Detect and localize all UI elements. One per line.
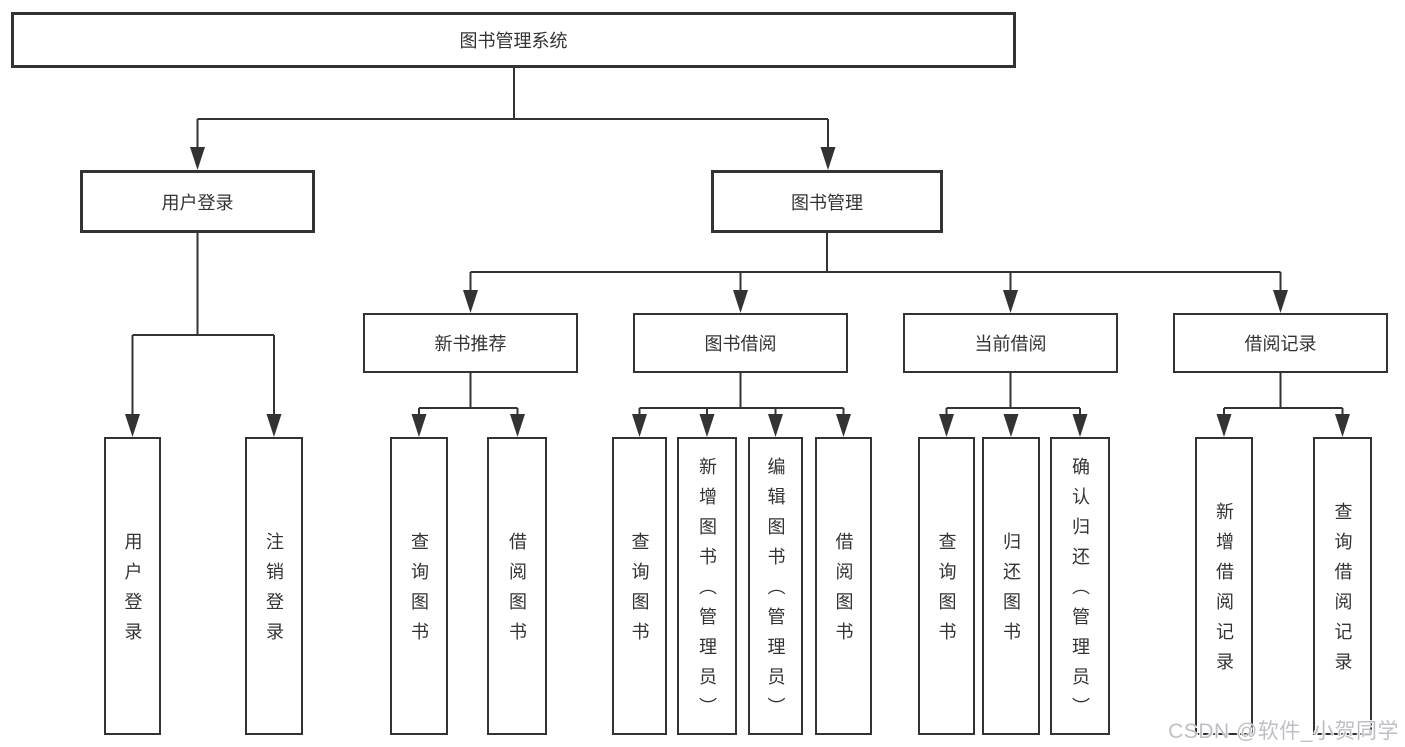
node-library-system: 图书管理系统 [11,12,1016,68]
leaf-label: 查询图书 [409,532,429,652]
node-current-borrow: 当前借阅 [903,313,1118,373]
arrowheads [125,147,1350,437]
leaf-current-confirm-return-admin: 确认归还（管理员） [1050,437,1110,735]
leaf-recommend-borrow-books: 借阅图书 [487,437,547,735]
node-book-management: 图书管理 [711,170,943,233]
leaf-label: 查询借阅记录 [1332,502,1353,682]
leaf-records-query-record: 查询借阅记录 [1313,437,1372,735]
leaf-borrow-edit-books-admin: 编辑图书（管理员） [748,437,803,735]
leaf-label: 借阅图书 [507,532,527,652]
leaf-label: 新增图书（管理员） [697,457,717,727]
leaf-label: 用户登录 [122,532,143,652]
leaf-label: 借阅图书 [833,532,854,652]
leaf-label: 查询图书 [629,532,650,652]
leaf-borrow-borrow-books: 借阅图书 [815,437,872,735]
node-user-login: 用户登录 [80,170,315,233]
leaf-records-add-record: 新增借阅记录 [1195,437,1253,735]
leaf-label: 编辑图书（管理员） [765,457,786,727]
leaf-borrow-add-books-admin: 新增图书（管理员） [677,437,737,735]
node-borrow-records: 借阅记录 [1173,313,1388,373]
leaf-current-query-books: 查询图书 [918,437,975,735]
leaf-label: 查询图书 [936,532,957,652]
node-book-borrow: 图书借阅 [633,313,848,373]
leaf-logout: 注销登录 [245,437,303,735]
csdn-watermark: CSDN @软件_小贺同学 [1168,720,1399,743]
leaf-borrow-query-books: 查询图书 [612,437,667,735]
leaf-current-return-books: 归还图书 [982,437,1040,735]
leaf-label: 新增借阅记录 [1214,502,1234,682]
leaf-label: 确认归还（管理员） [1070,457,1090,727]
leaf-label: 归还图书 [1001,532,1021,652]
leaf-user-login: 用户登录 [104,437,161,735]
leaf-label: 注销登录 [264,532,284,652]
node-new-book-recommend: 新书推荐 [363,313,578,373]
leaf-recommend-query-books: 查询图书 [390,437,448,735]
